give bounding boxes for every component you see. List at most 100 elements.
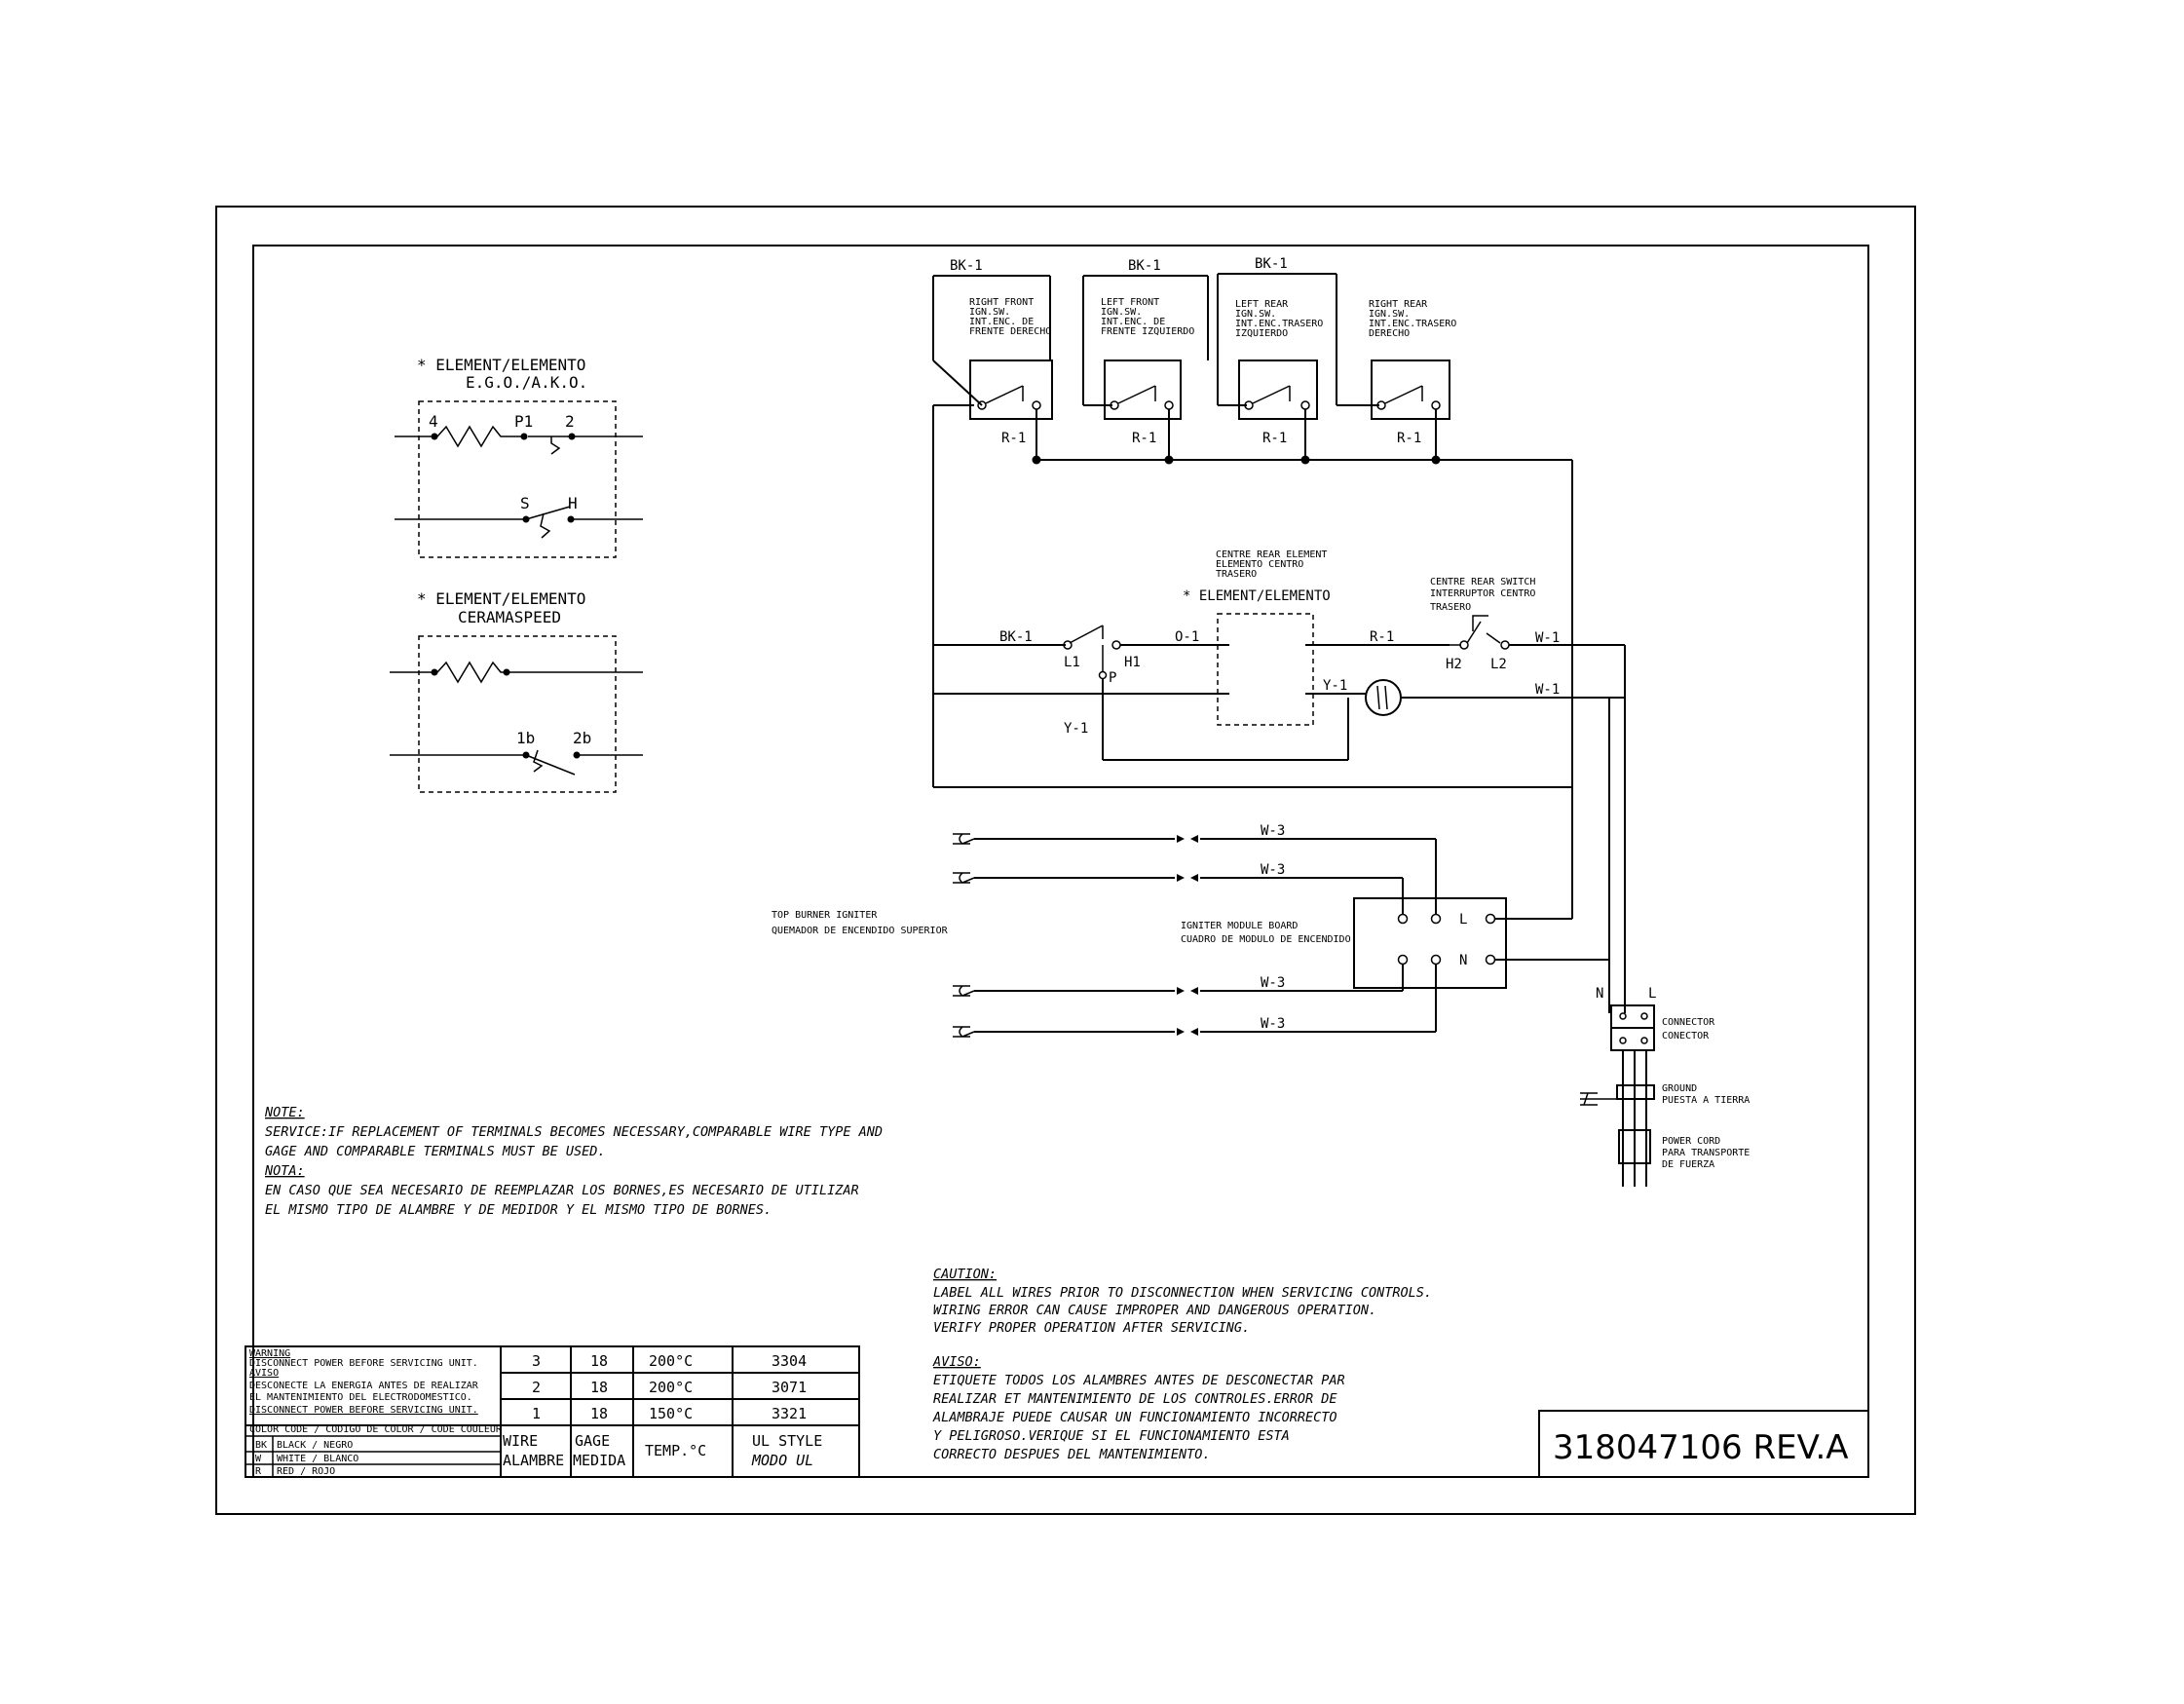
svg-text:IGN.SW.: IGN.SW. bbox=[969, 307, 1010, 318]
svg-text:GAGE AND COMPARABLE TERMINALS: GAGE AND COMPARABLE TERMINALS MUST BE US… bbox=[265, 1144, 606, 1159]
switch-contacts bbox=[977, 385, 1441, 410]
cera-title: * ELEMENT/ELEMENTO bbox=[417, 589, 585, 608]
switch-1-label: RIGHT FRONT IGN.SW. INT.ENC. DE FRENTE D… bbox=[969, 297, 1051, 337]
term-l2: L2 bbox=[1490, 657, 1507, 672]
svg-text:INT.ENC. DE: INT.ENC. DE bbox=[969, 317, 1034, 327]
switch-2-label: LEFT FRONT IGN.SW. INT.ENC. DE FRENTE IZ… bbox=[1101, 297, 1194, 337]
switch-4-label: RIGHT REAR IGN.SW. INT.ENC.TRASERO DEREC… bbox=[1369, 299, 1456, 339]
svg-text:CENTRE REAR SWITCH: CENTRE REAR SWITCH bbox=[1430, 577, 1535, 587]
svg-text:CORRECTO DESPUES DEL MANTENIMI: CORRECTO DESPUES DEL MANTENIMIENTO. bbox=[933, 1447, 1210, 1462]
svg-text:3071: 3071 bbox=[772, 1379, 807, 1396]
svg-text:IGN.SW.: IGN.SW. bbox=[1235, 309, 1276, 320]
svg-text:ALAMBRAJE PUEDE CAUSAR UN FUNC: ALAMBRAJE PUEDE CAUSAR UN FUNCIONAMIENTO… bbox=[932, 1410, 1337, 1425]
svg-text:CUADRO DE MODULO DE ENCENDIDO: CUADRO DE MODULO DE ENCENDIDO bbox=[1181, 934, 1351, 945]
svg-text:200°C: 200°C bbox=[649, 1379, 693, 1396]
svg-text:TOP BURNER IGNITER: TOP BURNER IGNITER bbox=[772, 910, 878, 921]
cord-n: N bbox=[1596, 986, 1603, 1002]
ego-term-4: 4 bbox=[429, 412, 438, 431]
switch-2-wire: BK-1 bbox=[1128, 258, 1161, 274]
ignition-switches: BK-1 BK-1 BK-1 bbox=[932, 256, 1572, 465]
ego-term-2: 2 bbox=[565, 412, 575, 431]
igniter-symbols bbox=[953, 833, 975, 1038]
module-term-l: L bbox=[1459, 912, 1467, 928]
svg-text:18: 18 bbox=[590, 1352, 608, 1370]
ego-term-p1: P1 bbox=[514, 412, 533, 431]
module-label: IGNITER MODULE BOARD CUADRO DE MODULO DE… bbox=[1181, 921, 1351, 945]
svg-text:R: R bbox=[255, 1466, 262, 1477]
svg-text:IGN.SW.: IGN.SW. bbox=[1101, 307, 1142, 318]
legend-ceramaspeed: * ELEMENT/ELEMENTO CERAMASPEED 1b 2b bbox=[390, 589, 643, 793]
svg-text:BK: BK bbox=[255, 1440, 267, 1451]
power-cord: N L CONNECTOR CONECTOR GROUND PUESTA A T… bbox=[1580, 986, 1750, 1187]
svg-text:MEDIDA: MEDIDA bbox=[573, 1452, 625, 1469]
svg-text:CENTRE REAR ELEMENT: CENTRE REAR ELEMENT bbox=[1216, 549, 1327, 560]
svg-text:2: 2 bbox=[532, 1379, 541, 1396]
svg-text:Y PELIGROSO.VERIQUE SI EL FUNC: Y PELIGROSO.VERIQUE SI EL FUNCIONAMIENTO… bbox=[933, 1428, 1290, 1444]
svg-text:GROUND: GROUND bbox=[1662, 1083, 1697, 1094]
cera-subtitle: CERAMASPEED bbox=[458, 608, 561, 626]
svg-text:AVISO: AVISO bbox=[249, 1368, 279, 1379]
svg-text:DISCONNECT POWER BEFORE SERVIC: DISCONNECT POWER BEFORE SERVICING UNIT. bbox=[249, 1358, 478, 1369]
svg-text:CAUTION:: CAUTION: bbox=[933, 1267, 997, 1282]
connector-label: CONNECTOR CONECTOR bbox=[1662, 1017, 1715, 1041]
svg-text:NOTE:: NOTE: bbox=[264, 1105, 305, 1120]
centre-wire-y-right: Y-1 bbox=[1323, 678, 1347, 694]
svg-text:3304: 3304 bbox=[772, 1352, 807, 1370]
svg-text:EL MISMO TIPO DE ALAMBRE Y DE: EL MISMO TIPO DE ALAMBRE Y DE MEDIDOR Y … bbox=[265, 1202, 772, 1218]
svg-text:ALAMBRE: ALAMBRE bbox=[503, 1452, 564, 1469]
svg-text:WARNING: WARNING bbox=[249, 1348, 290, 1359]
svg-text:CONNECTOR: CONNECTOR bbox=[1662, 1017, 1715, 1028]
centre-element-title: * ELEMENT/ELEMENTO bbox=[1183, 588, 1331, 604]
svg-text:3: 3 bbox=[532, 1352, 541, 1370]
svg-text:EN CASO QUE SEA NECESARIO DE R: EN CASO QUE SEA NECESARIO DE REEMPLAZAR … bbox=[265, 1183, 859, 1198]
part-number: 318047106 REV.A bbox=[1553, 1428, 1849, 1467]
svg-text:INT.ENC. DE: INT.ENC. DE bbox=[1101, 317, 1165, 327]
svg-text:EL MANTENIMIENTO DEL ELECTRODO: EL MANTENIMIENTO DEL ELECTRODOMESTICO. bbox=[249, 1392, 472, 1403]
cera-term-1b: 1b bbox=[516, 729, 535, 747]
svg-text:GAGE: GAGE bbox=[575, 1432, 610, 1450]
table-headers: WIRE ALAMBRE GAGE MEDIDA TEMP.°C UL STYL… bbox=[503, 1432, 822, 1469]
svg-text:1: 1 bbox=[532, 1405, 541, 1422]
svg-text:LABEL ALL WIRES PRIOR TO DISCO: LABEL ALL WIRES PRIOR TO DISCONNECTION W… bbox=[933, 1285, 1432, 1301]
svg-text:PUESTA A TIERRA: PUESTA A TIERRA bbox=[1662, 1095, 1750, 1106]
igniter-wire-3: W-3 bbox=[1261, 975, 1285, 991]
ego-term-h: H bbox=[568, 494, 578, 512]
igniter-wire-2: W-3 bbox=[1261, 862, 1285, 878]
outer-border bbox=[215, 206, 1916, 1515]
svg-text:3321: 3321 bbox=[772, 1405, 807, 1422]
igniters: W-3 W-3 W-3 W-3 TOP BURNER IGNITER QUEMA… bbox=[772, 823, 1598, 1038]
igniter-module-box bbox=[1353, 897, 1507, 989]
svg-text:INT.ENC.TRASERO: INT.ENC.TRASERO bbox=[1235, 319, 1323, 329]
ground-label: GROUND PUESTA A TIERRA bbox=[1662, 1083, 1750, 1106]
switch-3-wire: BK-1 bbox=[1255, 256, 1288, 272]
svg-text:LEFT FRONT: LEFT FRONT bbox=[1101, 297, 1159, 308]
ego-title: * ELEMENT/ELEMENTO bbox=[417, 356, 585, 374]
svg-text:150°C: 150°C bbox=[649, 1405, 693, 1422]
top-burner-label: TOP BURNER IGNITER QUEMADOR DE ENCENDIDO… bbox=[772, 910, 949, 936]
centre-wire-o: O-1 bbox=[1175, 629, 1199, 645]
table-row-2: 2 18 200°C 3071 bbox=[532, 1379, 807, 1396]
caution-note: CAUTION: LABEL ALL WIRES PRIOR TO DISCON… bbox=[932, 1267, 1432, 1462]
svg-text:WIRING ERROR CAN CAUSE IMPROPE: WIRING ERROR CAN CAUSE IMPROPER AND DANG… bbox=[933, 1303, 1376, 1318]
svg-text:UL STYLE: UL STYLE bbox=[752, 1432, 822, 1450]
term-h1: H1 bbox=[1124, 655, 1141, 670]
ego-subtitle: E.G.O./A.K.O. bbox=[466, 373, 587, 392]
svg-text:FRENTE IZQUIERDO: FRENTE IZQUIERDO bbox=[1101, 326, 1194, 337]
centre-wire-w-top: W-1 bbox=[1535, 630, 1560, 646]
svg-text:RED / ROJO: RED / ROJO bbox=[277, 1466, 335, 1477]
part-number-box bbox=[1538, 1410, 1869, 1478]
svg-text:DESCONECTE LA ENERGIA ANTES DE: DESCONECTE LA ENERGIA ANTES DE REALIZAR bbox=[249, 1381, 479, 1391]
centre-switch-label: CENTRE REAR SWITCH INTERRUPTOR CENTRO TR… bbox=[1430, 577, 1535, 613]
svg-text:WHITE / BLANCO: WHITE / BLANCO bbox=[277, 1454, 358, 1464]
svg-text:IZQUIERDO: IZQUIERDO bbox=[1235, 328, 1288, 339]
power-cord-label: POWER CORD PARA TRANSPORTE DE FUERZA bbox=[1662, 1136, 1750, 1170]
svg-text:INTERRUPTOR CENTRO: INTERRUPTOR CENTRO bbox=[1430, 588, 1535, 599]
warning-text: WARNING DISCONNECT POWER BEFORE SERVICIN… bbox=[249, 1348, 503, 1435]
igniter-wire-4: W-3 bbox=[1261, 1016, 1285, 1032]
centre-wire-r: R-1 bbox=[1370, 629, 1394, 645]
switch-1-wire: BK-1 bbox=[950, 258, 983, 274]
svg-text:BLACK / NEGRO: BLACK / NEGRO bbox=[277, 1440, 353, 1451]
legend-ego: * ELEMENT/ELEMENTO E.G.O./A.K.O. 4 P1 2 … bbox=[395, 356, 643, 558]
svg-text:INT.ENC.TRASERO: INT.ENC.TRASERO bbox=[1369, 319, 1456, 329]
svg-text:RIGHT REAR: RIGHT REAR bbox=[1369, 299, 1428, 310]
